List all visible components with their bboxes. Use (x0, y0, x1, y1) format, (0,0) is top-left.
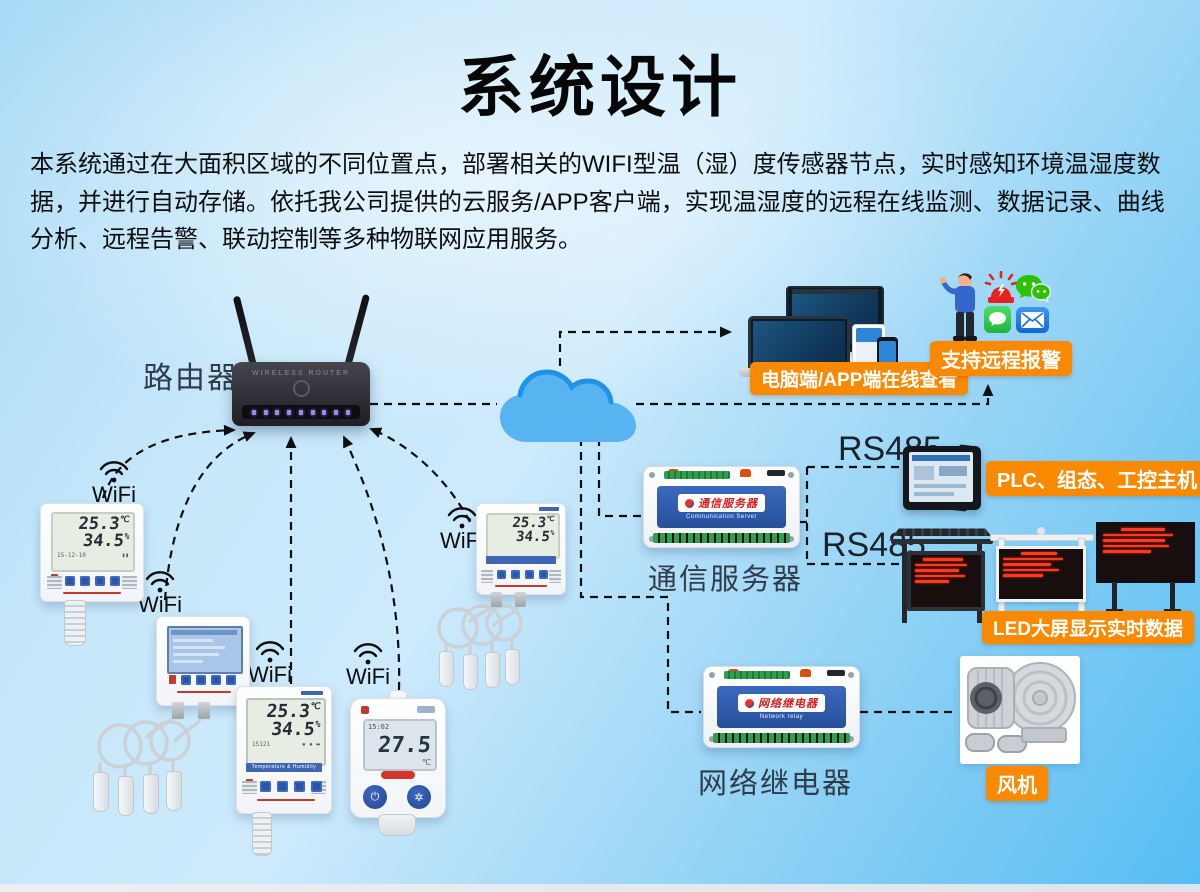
person-icon (939, 273, 977, 341)
wifi-icon (353, 643, 383, 665)
sensor2-probe (93, 772, 109, 812)
sensor4-probe-cap (378, 814, 416, 836)
sensor3-lcd: 25.3℃ 34.5% 15121▪ ▪ ▬ (246, 698, 326, 766)
fan-label: 风机 (986, 766, 1048, 801)
alarm-label: 支持远程报警 (930, 341, 1072, 376)
sensor1-buttons (65, 576, 120, 586)
wifi-icon (255, 641, 285, 663)
sensor5-probe (505, 649, 520, 685)
wire-server-branches (800, 465, 922, 566)
wire-sensor5-router (369, 427, 471, 523)
sensor-th-large: 25.3℃ 34.5% 15121▪ ▪ ▬ Temperature & Hum… (236, 686, 332, 814)
board3-screen (1096, 522, 1195, 583)
wire-sensor4-router (342, 435, 401, 691)
sensor4-power-button: ⏻ (363, 785, 387, 809)
sensor2-probe (143, 774, 159, 814)
sensor-th-dual-probe: 25.3℃ 34.5% (476, 503, 566, 595)
relay-label: 网络继电器 (698, 768, 854, 800)
plc-touch-panel (903, 446, 981, 510)
led-board-roofed (888, 527, 996, 623)
router-label: 路由器 (143, 362, 239, 395)
cloud-icon (500, 369, 636, 442)
sensor2-connector (198, 702, 210, 719)
sensor5-probe (439, 651, 454, 687)
wire-cloud-relay (579, 438, 701, 714)
wire-cloud-server (597, 438, 641, 518)
sensor5-buttons (497, 570, 548, 579)
wechat-icon (1016, 275, 1051, 303)
router-led-strip (242, 405, 360, 419)
viewers-label: 电脑端/APP端在线查看 (750, 362, 969, 395)
sms-message-icon (984, 306, 1011, 333)
tablet-header (856, 328, 882, 342)
led-board-white (990, 527, 1094, 622)
sensor-multichannel (156, 616, 250, 706)
sensor-logger: 15:02 27.5 ℃ ⏻ ✲ (350, 698, 446, 818)
brand-logo-icon (685, 498, 694, 508)
wifi-badge-5: WiFi (440, 506, 484, 552)
router-device-text: WIRELESS ROUTER (251, 370, 351, 377)
sensor2-probe (166, 771, 182, 811)
comm-server-device: 通信服务器 Communication Server (643, 466, 800, 548)
sensor1-probe (64, 600, 86, 646)
wifi-badge-2: WiFi (138, 570, 182, 616)
comm-server-panel-subtitle: Communication Server (685, 514, 758, 520)
wifi-icon (99, 461, 129, 483)
router-power-icon (292, 380, 310, 397)
plc-screen (909, 452, 973, 502)
wifi-icon (447, 507, 477, 529)
sensor3-probe (252, 812, 272, 856)
fan-photo (960, 656, 1080, 764)
sensor5-lcd: 25.3℃ 34.5% (486, 513, 560, 559)
relay-panel-subtitle: Network relay (759, 714, 804, 720)
bottom-edge (0, 884, 1200, 892)
router-device: WIRELESS ROUTER (232, 362, 370, 426)
wifi-badge-3: WiFi (248, 640, 292, 686)
wifi-badge-4: WiFi (346, 642, 390, 688)
sensor4-settings-button: ✲ (407, 785, 431, 809)
sensor4-screen: 15:02 27.5 ℃ (363, 719, 437, 771)
comm-server-panel-title: 通信服务器 (698, 498, 758, 510)
wire-cloud-alarm (636, 384, 994, 406)
sensor2-buttons (181, 675, 236, 685)
comm-server-label: 通信服务器 (648, 564, 804, 596)
board2-screen (996, 546, 1086, 602)
led-board-black (1096, 522, 1195, 614)
sensor3-buttons (260, 781, 322, 792)
sensor5-connector (515, 592, 526, 607)
sensor1-lcd: 25.3℃ 34.5% 15-12-10▮▮ (51, 512, 135, 572)
wifi-badge-1: WiFi (92, 460, 136, 506)
relay-panel-title: 网络继电器 (758, 698, 818, 710)
wire-sensor1-router (101, 424, 236, 499)
wifi-icon (145, 571, 175, 593)
desktop-toolbar (792, 289, 878, 294)
sensor2-screen (167, 626, 243, 674)
sensor2-probe (118, 776, 134, 816)
sensor4-brand-bar (381, 771, 415, 779)
sensor5-cables (437, 593, 523, 655)
sensor-wall-th: 25.3℃ 34.5% 15-12-10▮▮ (40, 503, 144, 602)
sensor3-caption: Temperature & Humidity (246, 763, 322, 772)
wire-sensor2-router (163, 431, 256, 601)
sensor2-connector (172, 702, 184, 719)
wire-cloud-viewers (558, 326, 732, 366)
intro-paragraph: 本系统通过在大面积区域的不同位置点，部署相关的WIFI型温（湿）度传感器节点，实… (30, 151, 1165, 254)
sensor5-probe (463, 654, 478, 690)
board1-screen (907, 551, 985, 611)
brand-mark (169, 675, 176, 684)
page-title: 系统设计 (458, 50, 742, 124)
brand-logo-icon (745, 698, 754, 708)
plc-label: PLC、组态、工控主机 (986, 461, 1200, 496)
network-relay-device: 网络继电器 Network relay (703, 666, 860, 748)
email-icon (1016, 307, 1049, 333)
brand-mark (361, 706, 369, 714)
led-label: LED大屏显示实时数据 (982, 611, 1195, 644)
sensor5-probe (485, 652, 500, 688)
alarm-siren-icon (984, 271, 1018, 303)
sensor2-cables (97, 701, 207, 779)
laptop-screen (753, 321, 845, 369)
sensor5-connector (491, 592, 502, 607)
